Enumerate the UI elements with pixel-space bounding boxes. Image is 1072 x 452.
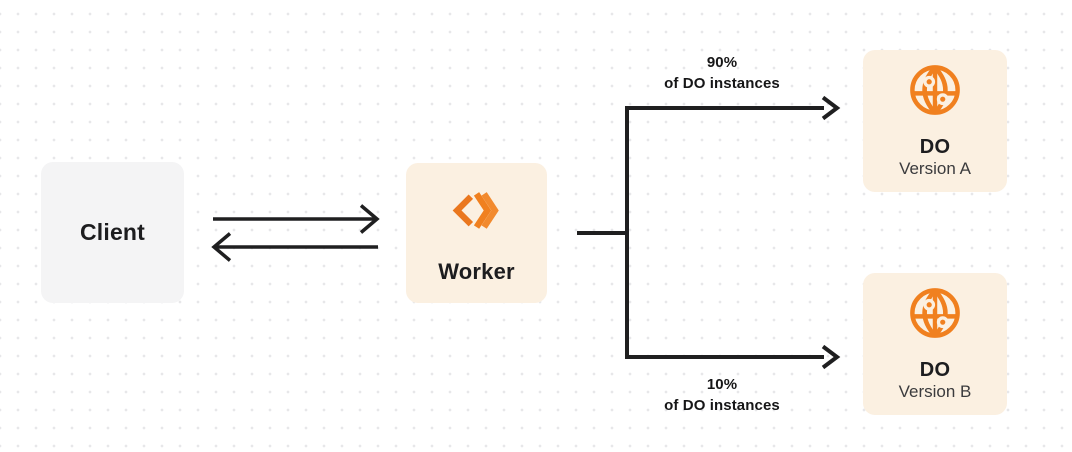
bottom-branch-arrowhead-icon [821, 344, 841, 370]
workers-icon [452, 191, 499, 229]
globe-dot-lower [936, 316, 949, 329]
top-branch-percent: 90% [706, 54, 738, 71]
do-version-a-node: DO Version A [863, 50, 1007, 192]
globe-left-meridian [922, 288, 937, 338]
globe-right-meridian [933, 288, 948, 338]
worker-node: Worker [406, 163, 547, 303]
do-b-title: DO [919, 359, 951, 381]
globe-icon [910, 65, 960, 115]
globe-dot-upper [923, 75, 936, 88]
client-label: Client [79, 219, 146, 245]
client-to-worker-arrowhead-icon [359, 204, 380, 234]
workers-icon-chevron-2 [480, 191, 499, 229]
split-branch-line [625, 106, 824, 359]
do-b-subtitle: Version B [898, 382, 972, 401]
globe-left-meridian [922, 65, 937, 115]
worker-label: Worker [438, 258, 515, 284]
workers-icon-left-bracket [452, 193, 473, 226]
bottom-branch-percent: 10% [706, 376, 738, 393]
do-a-subtitle: Version A [899, 159, 971, 178]
worker-to-client-arrowhead-icon [211, 232, 232, 262]
globe-right-meridian [933, 65, 948, 115]
client-node: Client [41, 162, 184, 303]
bottom-branch-label: 10% of DO instances [612, 374, 832, 416]
top-branch-label: 90% of DO instances [612, 52, 832, 94]
top-branch-caption: of DO instances [664, 75, 780, 92]
workers-icon-chevron-1 [473, 191, 491, 229]
do-a-title: DO [919, 136, 951, 158]
do-version-b-node: DO Version B [863, 273, 1007, 415]
globe-icon [910, 288, 960, 338]
globe-dot-lower [936, 93, 949, 106]
bottom-branch-caption: of DO instances [664, 397, 780, 414]
globe-dot-upper [923, 298, 936, 311]
top-branch-arrowhead-icon [821, 95, 841, 121]
